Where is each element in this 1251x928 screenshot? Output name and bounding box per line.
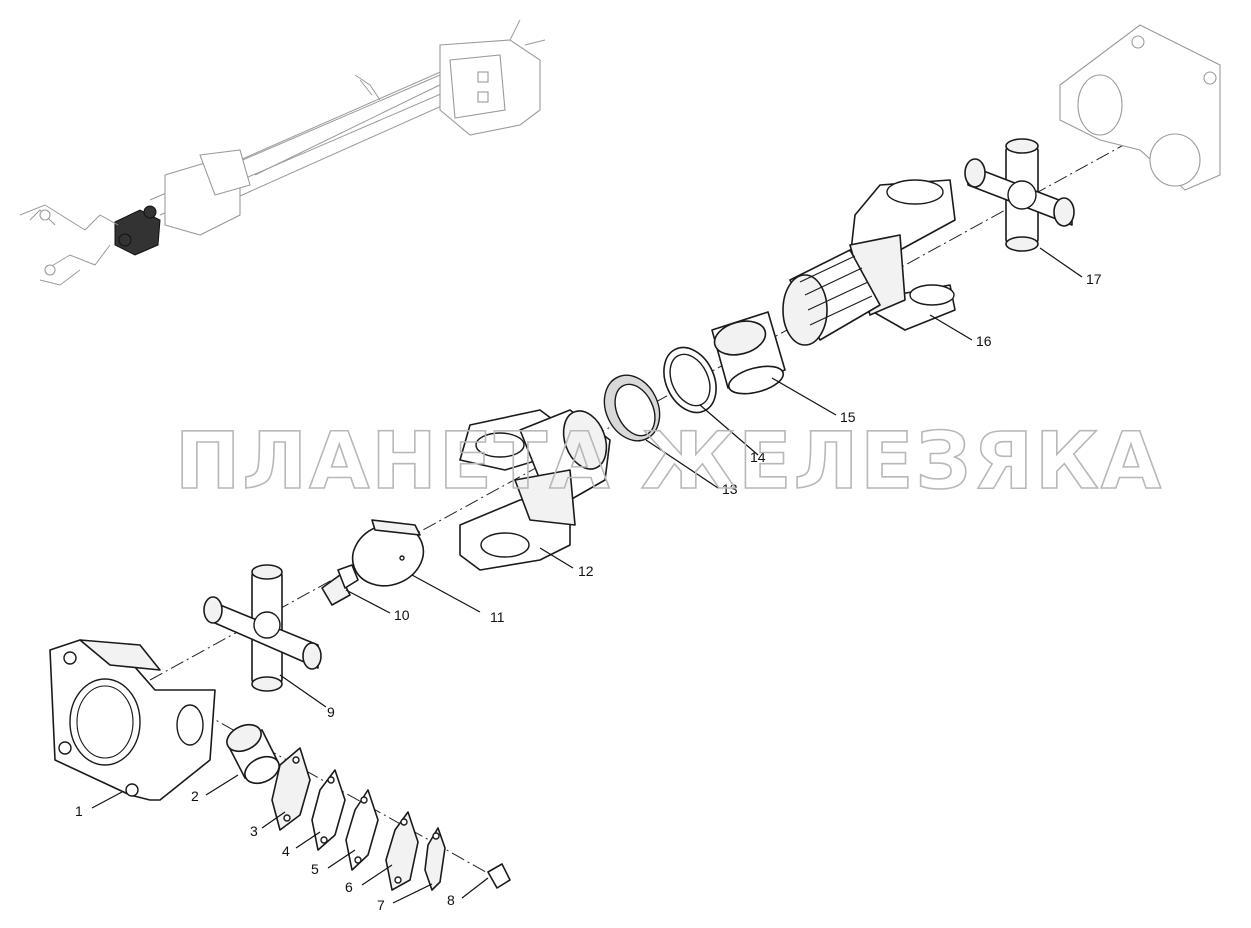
part-14-ring <box>663 346 717 414</box>
callout-13: 13 <box>722 481 738 497</box>
upper-flange-ghost <box>1059 24 1221 191</box>
part-8-bolt <box>487 863 511 889</box>
part-13-seal <box>603 374 661 442</box>
callout-9: 9 <box>327 704 335 720</box>
callout-12: 12 <box>578 563 594 579</box>
part-1-flange <box>49 639 216 801</box>
callout-17: 17 <box>1086 271 1102 287</box>
part-10-fitting <box>321 564 359 606</box>
part-7-lock-plate <box>424 827 446 891</box>
part-9-spider <box>203 564 322 692</box>
part-4-plate <box>311 769 346 851</box>
part-16-slip-yoke <box>782 179 956 346</box>
callout-1: 1 <box>75 803 83 819</box>
part-12-yoke <box>459 409 611 571</box>
watermark: ПЛАНЕТА ЖЕЛЕЗЯКА <box>175 417 1163 507</box>
callout-6: 6 <box>345 879 353 895</box>
callout-15: 15 <box>840 409 856 425</box>
part-5-plate <box>345 789 379 871</box>
callout-10: 10 <box>394 607 410 623</box>
callout-8: 8 <box>447 892 455 908</box>
callout-2: 2 <box>191 788 199 804</box>
callouts: 1 2 3 4 5 6 7 8 9 10 11 12 13 14 15 16 1… <box>75 271 1102 913</box>
part-11-cap <box>351 519 425 587</box>
callout-3: 3 <box>250 823 258 839</box>
callout-16: 16 <box>976 333 992 349</box>
leader-lines <box>91 247 1083 904</box>
callout-7: 7 <box>377 897 385 913</box>
part-2-cup <box>226 723 280 785</box>
callout-11: 11 <box>490 609 505 625</box>
part-6-plate <box>385 811 419 891</box>
part-3-plate <box>271 747 311 831</box>
callout-5: 5 <box>311 861 319 877</box>
part-15-bushing <box>711 311 786 395</box>
callout-4: 4 <box>282 843 290 859</box>
locator-thumbnail <box>19 19 546 286</box>
part-17-spider <box>964 138 1075 252</box>
callout-14: 14 <box>750 449 766 465</box>
